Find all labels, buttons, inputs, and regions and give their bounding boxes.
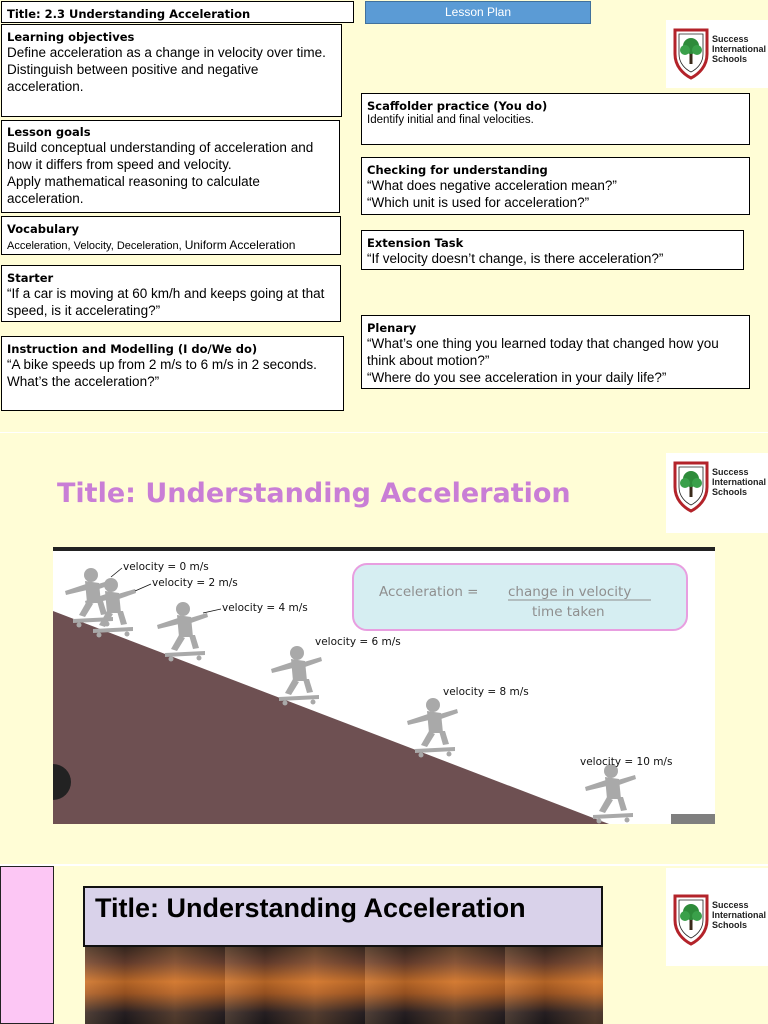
learning-objectives-box: Learning objectives Define acceleration … xyxy=(1,24,342,117)
checking-box: Checking for understanding “What does ne… xyxy=(361,157,750,215)
school-name-line-1: Success xyxy=(712,467,749,477)
skater-5 xyxy=(407,698,458,758)
school-name: Success International Schools xyxy=(712,900,766,930)
starter-box: Starter “If a car is moving at 60 km/h a… xyxy=(1,265,341,322)
motion-blur-image xyxy=(85,947,603,1024)
extension-body: “If velocity doesn’t change, is there ac… xyxy=(367,251,664,266)
school-name-line-3: Schools xyxy=(712,54,748,64)
vocabulary-terms: Acceleration, Velocity, Deceleration, xyxy=(7,240,185,252)
learning-objective-2: Distinguish between positive and negativ… xyxy=(7,62,259,94)
slope-corner-mark xyxy=(53,764,71,800)
formula-left: Acceleration = xyxy=(379,584,479,600)
slide2-title: Title: Understanding Acceleration xyxy=(57,478,571,509)
school-crest-icon xyxy=(673,461,709,513)
lesson-plan-slide: Title: 2.3 Understanding Acceleration Le… xyxy=(0,0,768,432)
velocity-label-8: velocity = 8 m/s xyxy=(443,686,529,698)
skater-3 xyxy=(157,602,208,662)
lesson-goal-2: Apply mathematical reasoning to calculat… xyxy=(7,174,260,206)
school-name-line-1: Success xyxy=(712,900,749,910)
school-name-line-2: International xyxy=(712,44,767,54)
velocity-label-0: velocity = 0 m/s xyxy=(123,561,209,573)
scaffolder-title: Scaffolder practice (You do) xyxy=(367,99,548,113)
plenary-title: Plenary xyxy=(367,321,417,335)
slide3-title: Title: Understanding Acceleration xyxy=(95,893,526,923)
slide3-title-box: Title: Understanding Acceleration xyxy=(83,886,603,947)
school-logo: Success International Schools xyxy=(666,868,768,966)
school-name: Success International Schools xyxy=(712,34,766,64)
school-crest-icon xyxy=(673,28,709,80)
instruction-box: Instruction and Modelling (I do/We do) “… xyxy=(1,336,344,411)
velocity-label-2: velocity = 2 m/s xyxy=(152,577,238,589)
vocabulary-term-uniform: Uniform Acceleration xyxy=(184,238,296,252)
velocity-label-6: velocity = 6 m/s xyxy=(315,636,401,648)
lesson-title-box: Title: 2.3 Understanding Acceleration xyxy=(1,1,354,23)
slide-corner-bar xyxy=(671,814,715,824)
school-name-line-2: International xyxy=(712,910,767,920)
checking-question-1: “What does negative acceleration mean?” xyxy=(367,178,617,193)
velocity-label-4: velocity = 4 m/s xyxy=(222,602,308,614)
scaffolder-box: Scaffolder practice (You do) Identify in… xyxy=(361,93,750,145)
extension-box: Extension Task “If velocity doesn’t chan… xyxy=(361,230,744,270)
vocabulary-body: Acceleration, Velocity, Deceleration, Un… xyxy=(7,238,335,254)
slope-skater-svg: velocity = 0 m/s velocity = 2 m/s veloci… xyxy=(53,561,715,824)
school-logo: Success International Schools xyxy=(666,20,768,88)
lesson-goal-1: Build conceptual understanding of accele… xyxy=(7,140,314,172)
acceleration-title-slide: Title: Understanding Acceleration Succes… xyxy=(0,866,768,1024)
school-name-line-3: Schools xyxy=(712,920,748,930)
school-name: Success International Schools xyxy=(712,467,766,497)
slide3-sidebar xyxy=(0,866,54,1024)
skater-4 xyxy=(271,646,322,706)
school-name-line-1: Success xyxy=(712,34,749,44)
school-name-line-3: Schools xyxy=(712,487,748,497)
skater-6 xyxy=(585,764,636,824)
scaffolder-body: Identify initial and final velocities. xyxy=(367,114,534,126)
slope xyxy=(53,611,609,824)
plenary-question-2: “Where do you see acceleration in your d… xyxy=(367,370,667,385)
lesson-plan-label: Lesson Plan xyxy=(365,1,591,24)
acceleration-diagram-slide: Title: Understanding Acceleration Succes… xyxy=(0,433,768,864)
lesson-goals-box: Lesson goals Build conceptual understand… xyxy=(1,120,340,213)
school-logo: Success International Schools xyxy=(666,453,768,533)
instruction-body: “A bike speeds up from 2 m/s to 6 m/s in… xyxy=(7,357,317,389)
checking-title: Checking for understanding xyxy=(367,163,548,177)
starter-title: Starter xyxy=(7,271,54,285)
formula-denominator: time taken xyxy=(532,604,605,620)
formula-box xyxy=(352,563,688,631)
formula-numerator: change in velocity xyxy=(508,584,631,600)
vocabulary-box: Vocabulary Acceleration, Velocity, Decel… xyxy=(1,216,341,255)
plenary-question-1: “What’s one thing you learned today that… xyxy=(367,336,719,368)
starter-body: “If a car is moving at 60 km/h and keeps… xyxy=(7,286,325,318)
checking-question-2: “Which unit is used for acceleration?” xyxy=(367,195,590,210)
lesson-goals-title: Lesson goals xyxy=(7,125,91,139)
extension-title: Extension Task xyxy=(367,236,464,250)
learning-objectives-title: Learning objectives xyxy=(7,30,135,44)
school-name-line-2: International xyxy=(712,477,767,487)
instruction-title: Instruction and Modelling (I do/We do) xyxy=(7,342,258,356)
school-crest-icon xyxy=(673,894,709,946)
learning-objective-1: Define acceleration as a change in veloc… xyxy=(7,45,326,60)
acceleration-illustration: velocity = 0 m/s velocity = 2 m/s veloci… xyxy=(53,547,715,824)
motion-blur-streaks xyxy=(85,947,603,1024)
vocabulary-title: Vocabulary xyxy=(7,222,80,236)
lesson-title: Title: 2.3 Understanding Acceleration xyxy=(7,7,251,21)
lesson-plan-text: Lesson Plan xyxy=(444,5,512,19)
velocity-label-10: velocity = 10 m/s xyxy=(580,756,672,768)
plenary-box: Plenary “What’s one thing you learned to… xyxy=(361,315,750,389)
